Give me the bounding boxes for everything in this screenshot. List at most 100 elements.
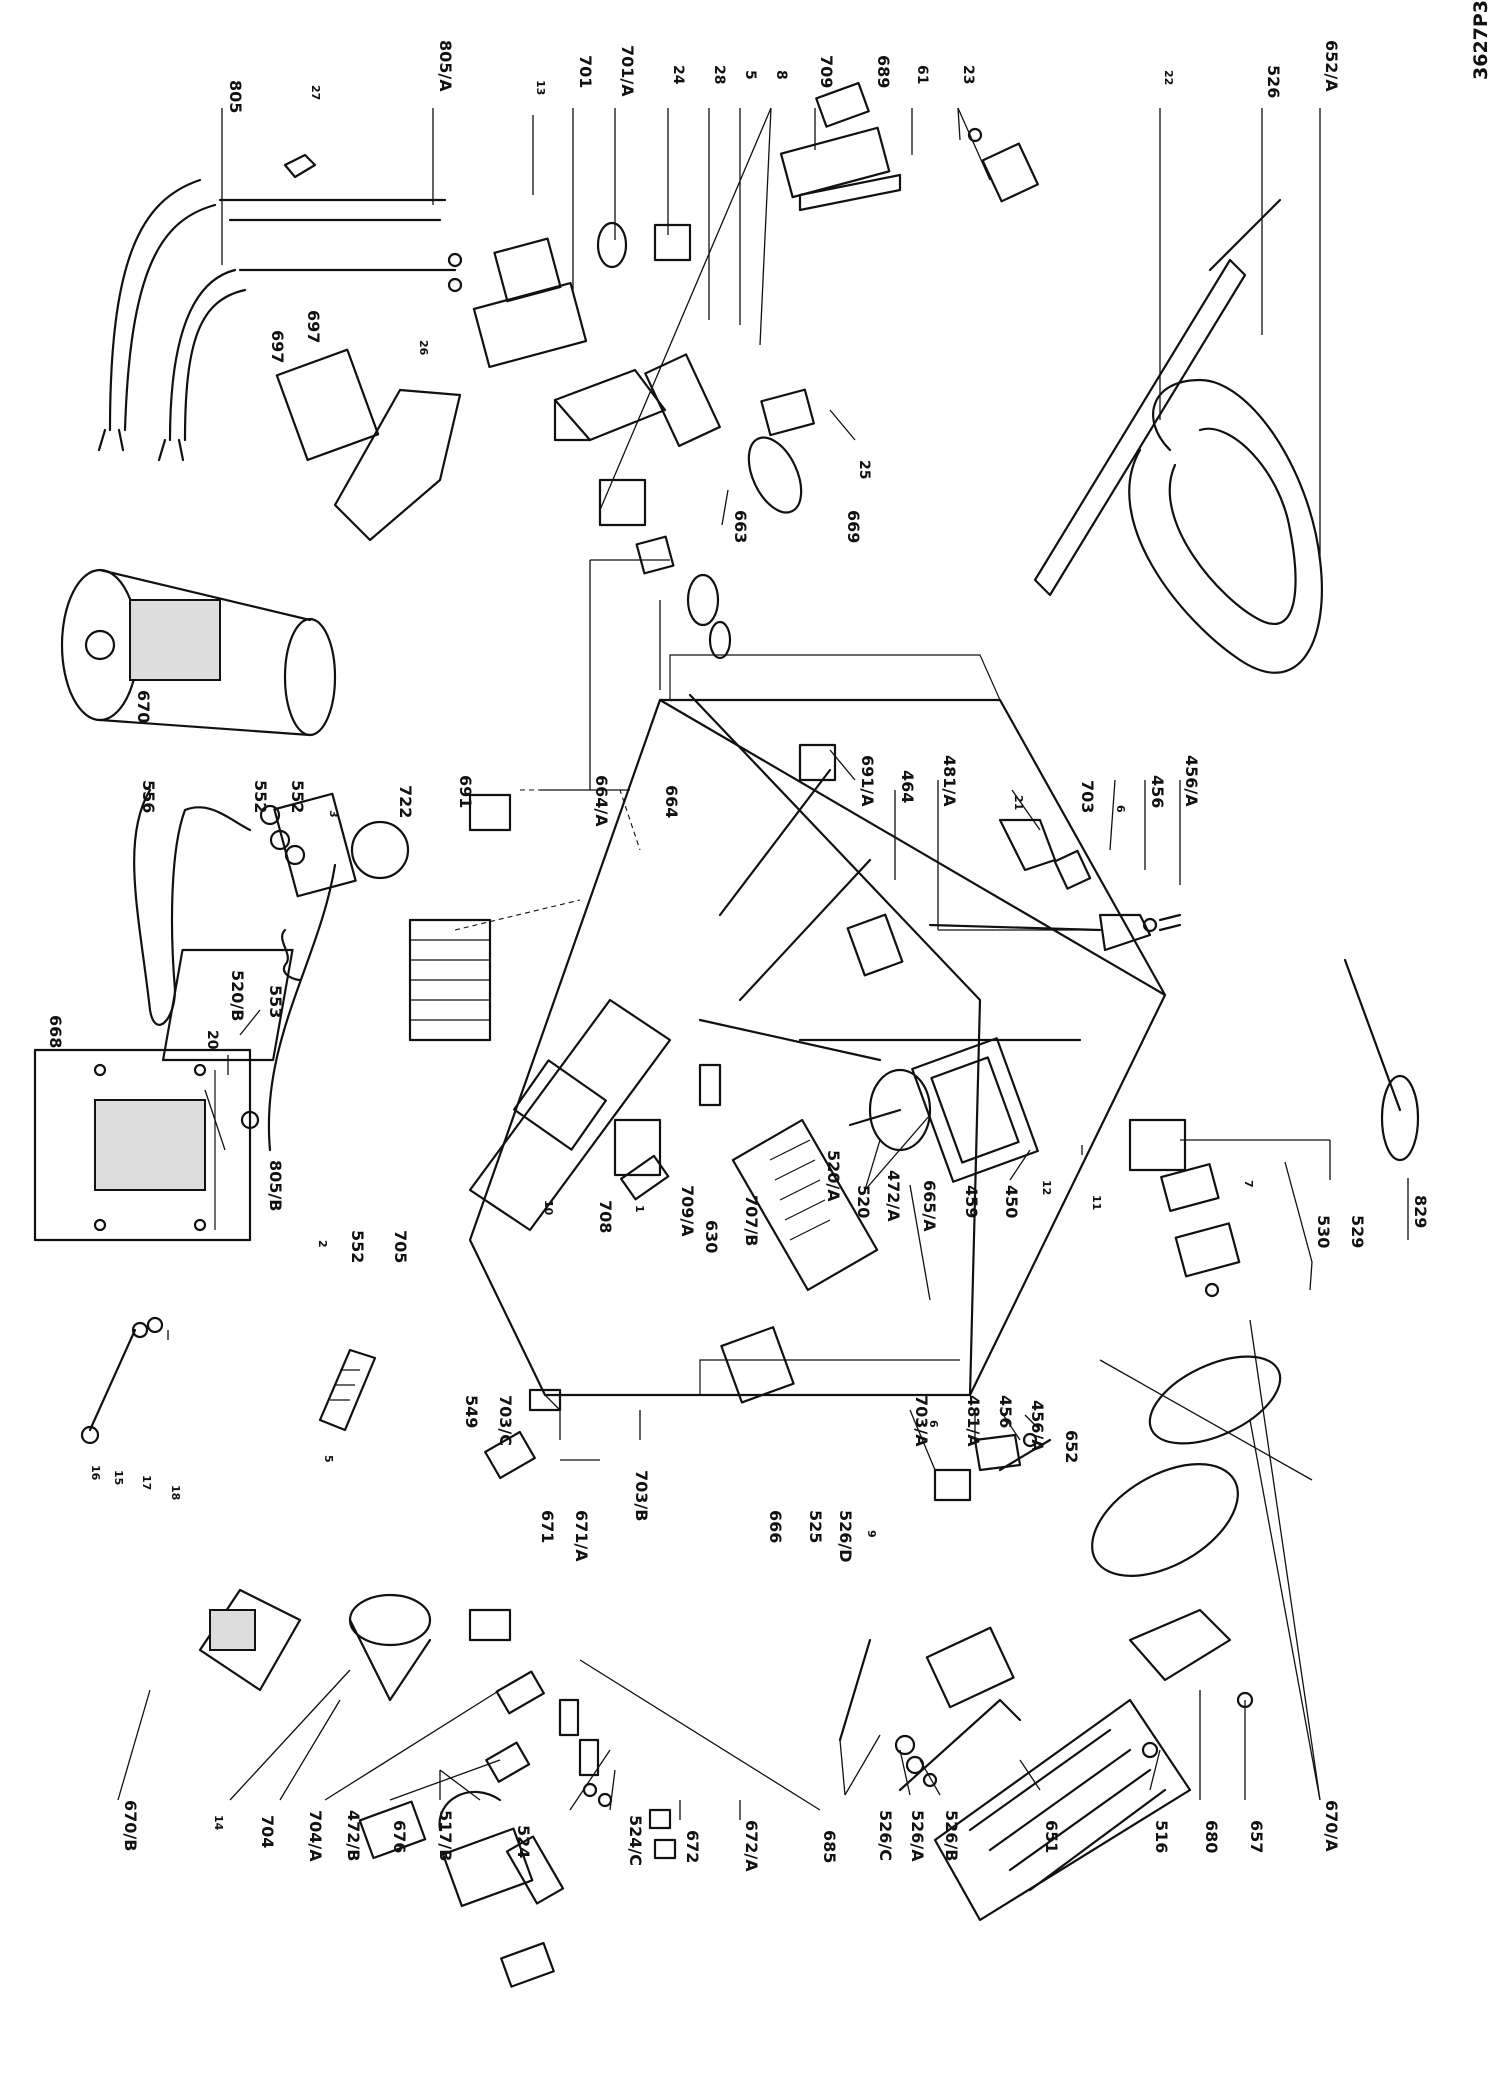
strip-517B <box>505 1835 565 1905</box>
label-704A: 704/A <box>306 1810 325 1862</box>
label-5-top: 5 <box>742 70 758 80</box>
label-6-a: 6 <box>1114 805 1127 813</box>
label-703C: 703/C <box>496 1395 515 1446</box>
nut-657 <box>1236 1691 1254 1709</box>
label-526D: 526/D <box>836 1510 855 1563</box>
label-668: 668 <box>46 1015 65 1048</box>
wire-805B <box>267 863 337 1152</box>
label-707B: 707/B <box>742 1195 761 1246</box>
sheet-code: 3627P3 <box>1470 0 1492 80</box>
part-524C <box>582 1782 598 1798</box>
cable-805 <box>108 178 202 432</box>
label-652: 652 <box>1062 1430 1081 1463</box>
disc-520A <box>868 1068 932 1152</box>
label-2: 2 <box>316 1240 329 1248</box>
label-526A: 526/A <box>908 1810 927 1862</box>
label-657: 657 <box>1247 1820 1266 1853</box>
element-652A <box>1128 378 1323 674</box>
part-labels: 3627P3 805 27 805/A 13 701 701/A 24 28 5… <box>46 0 1492 1872</box>
panel-668 <box>33 1048 252 1242</box>
fuse-707B <box>698 1063 722 1107</box>
label-691: 691 <box>456 775 475 808</box>
label-23: 23 <box>960 65 976 84</box>
label-709A: 709/A <box>678 1185 697 1237</box>
label-9: 9 <box>865 1530 878 1538</box>
label-520: 520 <box>854 1185 873 1218</box>
box-8 <box>598 478 647 527</box>
lamp-11 <box>1128 1118 1187 1172</box>
label-18: 18 <box>169 1485 182 1500</box>
lamp-cover-7 <box>1174 1222 1241 1278</box>
bracket-13 <box>493 237 562 303</box>
label-672A: 672/A <box>742 1820 761 1872</box>
label-704: 704 <box>258 1815 277 1848</box>
rail-61 <box>798 173 902 212</box>
clip-671 <box>558 1698 580 1737</box>
switch-691 <box>468 793 512 832</box>
clip-23 <box>981 142 1039 203</box>
label-549: 549 <box>462 1395 481 1428</box>
label-671A: 671/A <box>572 1510 591 1562</box>
label-61: 61 <box>914 65 930 84</box>
label-24: 24 <box>670 65 686 85</box>
label-520B: 520/B <box>228 970 247 1021</box>
label-708: 708 <box>596 1200 615 1233</box>
label-672: 672 <box>683 1830 702 1863</box>
lamp-663 <box>686 573 720 627</box>
label-553: 553 <box>266 985 285 1018</box>
label-456-a: 456 <box>1148 775 1167 808</box>
capacitor-669 <box>747 436 803 514</box>
label-701: 701 <box>576 55 595 88</box>
rail-22 <box>1033 258 1247 597</box>
part-472B <box>358 1800 427 1860</box>
vent-450 <box>911 1037 1039 1183</box>
label-722: 722 <box>396 785 415 818</box>
motor-670A <box>1148 1355 1282 1445</box>
fan-670 <box>60 568 140 722</box>
label-651: 651 <box>1042 1820 1061 1853</box>
label-697-b: 697 <box>304 310 323 343</box>
label-680: 680 <box>1202 1820 1221 1853</box>
label-670A: 670/A <box>1322 1800 1341 1852</box>
rod-526 <box>1208 198 1282 272</box>
label-17: 17 <box>140 1475 153 1490</box>
label-666: 666 <box>766 1510 785 1543</box>
label-459: 459 <box>962 1185 981 1218</box>
motor-722 <box>350 820 410 880</box>
label-5-mid: 5 <box>322 1455 335 1463</box>
label-456A-b: 456/A <box>1028 1400 1047 1452</box>
label-703B: 703/B <box>632 1470 651 1521</box>
clip-703A <box>933 1468 972 1502</box>
part-701A <box>596 221 628 269</box>
label-530: 530 <box>1314 1215 1333 1248</box>
transformer-705 <box>161 948 294 1062</box>
plate-10 <box>468 998 672 1232</box>
label-676: 676 <box>390 1820 409 1853</box>
switch-689 <box>815 81 870 128</box>
label-665A: 665/A <box>920 1180 939 1232</box>
label-15: 15 <box>112 1470 125 1485</box>
label-670: 670 <box>134 690 153 723</box>
bracket-14 <box>468 1608 512 1642</box>
relay-709A <box>613 1118 662 1177</box>
label-524C: 524/C <box>626 1815 645 1866</box>
label-526: 526 <box>1264 65 1283 98</box>
label-705: 705 <box>391 1230 410 1263</box>
block-697 <box>275 348 380 462</box>
label-28: 28 <box>711 65 727 84</box>
label-805: 805 <box>226 80 245 113</box>
clip-671A <box>578 1738 600 1777</box>
latch-464 <box>846 913 904 977</box>
part-672 <box>648 1808 672 1830</box>
clip-24 <box>653 223 692 262</box>
label-25: 25 <box>856 460 872 479</box>
label-472B: 472/B <box>344 1810 363 1861</box>
probe-829 <box>1343 958 1402 1112</box>
switch-704A <box>485 1741 531 1783</box>
label-456A: 456/A <box>1182 755 1201 807</box>
ring-element-652 <box>1091 1463 1239 1577</box>
label-526B: 526/B <box>942 1810 961 1861</box>
bracket-9 <box>925 1626 1015 1709</box>
label-27: 27 <box>309 85 322 100</box>
